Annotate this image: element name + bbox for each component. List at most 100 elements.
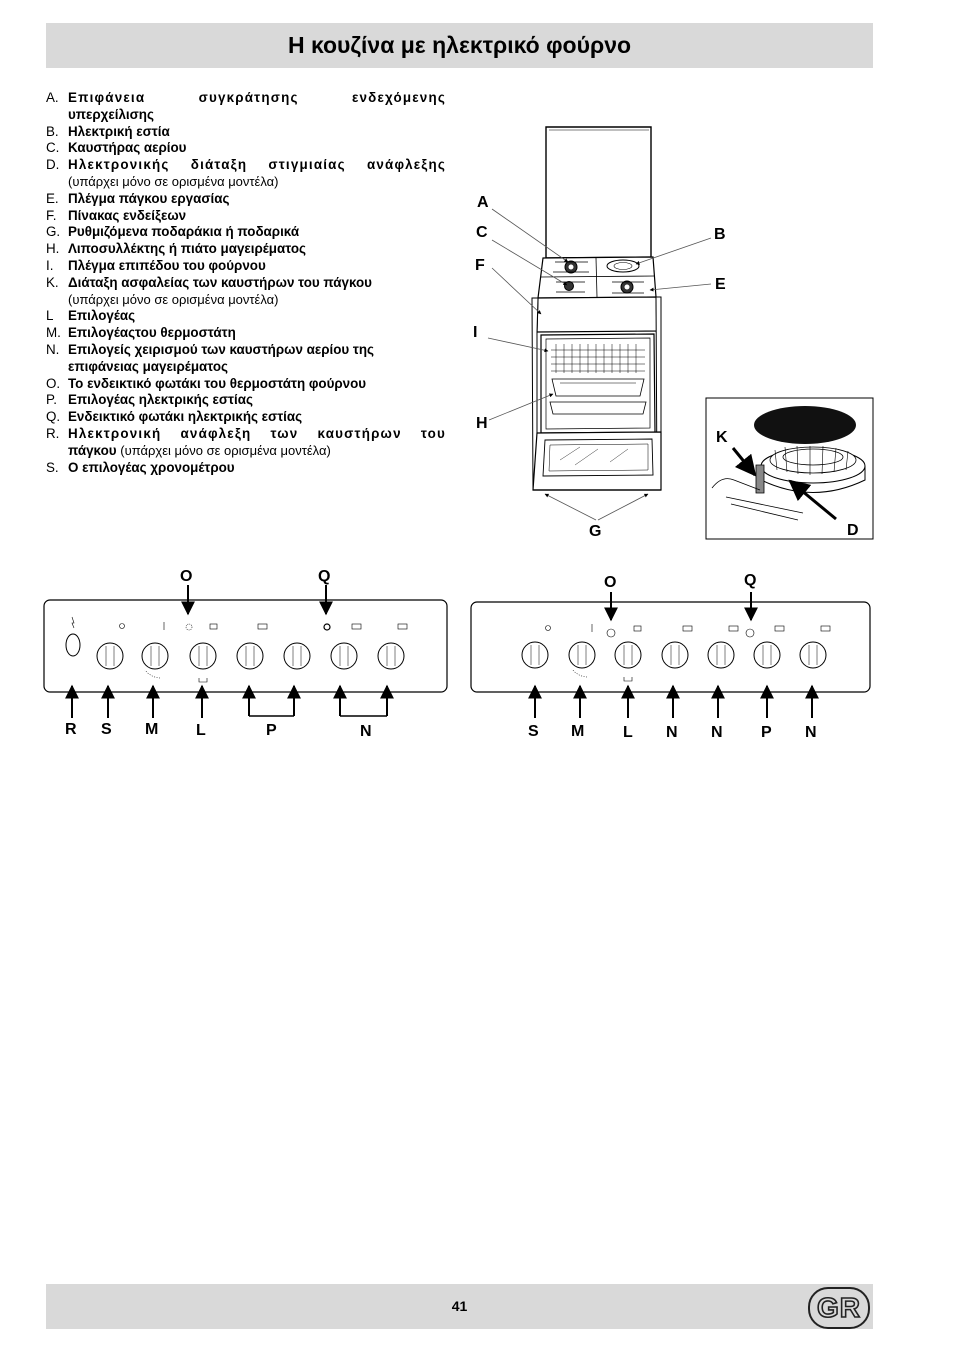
timer-icon [119,623,125,629]
oven-light-indicator [606,628,616,638]
label-f: F [475,257,485,274]
legend-item: G. Ρυθμιζόμενα ποδαράκια ή ποδαρικά [46,224,446,241]
page-number: 41 [451,1298,468,1314]
legend-letter: S. [46,459,59,475]
knob-gas-burner-2[interactable] [707,641,735,669]
legend-item: P. Επιλογέας ηλεκτρικής εστίας [46,392,446,409]
hob-icon [397,623,408,630]
label-d: D [847,522,859,539]
legend-text: Επιλογέας [68,308,136,324]
legend-text-cont: υπερχείλισης [68,106,154,122]
legend-letter: K. [46,274,59,290]
legend-text: Επιλογέας ηλεκτρικής εστίας [68,392,253,408]
legend-letter: R. [46,425,60,441]
label-p-right: P [761,724,772,741]
legend-text: Καυστήρας αερίου [68,140,187,156]
legend-text: Ηλεκτρονικής διάταξη στιγμιαίας ανάφλεξη… [68,157,446,173]
label-i: I [473,324,477,341]
knob-thermostat[interactable] [141,642,169,670]
label-s-right: S [528,723,539,740]
legend-item: E. Πλέγμα πάγκου εργασίας [46,191,446,208]
legend-item: R. Ηλεκτρονική ανάφλεξη των καυστήρων το… [46,426,446,460]
label-o-left: O [180,568,192,585]
legend-text: Πλέγμα επιπέδου του φούρνου [68,257,266,273]
control-panel-left: O Q R S M L P N [43,568,448,740]
legend-text-cont: επιφάνειας μαγειρέματος [68,358,229,374]
label-m-right: M [571,723,584,740]
thermostat-scale [144,669,161,679]
legend-item: I. Πλέγμα επιπέδου του φούρνου [46,258,446,275]
knob-selector[interactable] [614,641,642,669]
legend-item: A. Επιφάνεια συγκράτησης ενδεχόμενης υπε… [46,90,446,124]
selector-mark [623,677,633,682]
legend-letter: P. [46,392,57,408]
hob-light-indicator [745,628,755,638]
knob-timer[interactable] [96,642,124,670]
knob-electric-plate-1[interactable] [236,642,264,670]
legend-letter: C. [46,140,60,156]
footer-bar: 41 GR [46,1284,873,1329]
label-s-left: S [101,721,112,738]
knob-timer[interactable] [521,641,549,669]
label-l-right: L [623,724,633,741]
label-q-left: Q [318,568,330,585]
legend-item: F. Πίνακας ενδείξεων [46,208,446,225]
legend-note: (υπάρχει μόνο σε ορισμένα μοντέλα) [120,442,331,458]
control-panel-right: O Q S M L N N P N [470,572,871,741]
legend-text-cont: πάγκου [68,442,117,458]
language-badge: GR [808,1287,870,1329]
legend-text: Ενδεικτικό φωτάκι ηλεκτρικής εστίας [68,409,303,425]
cooker-drawing [531,126,662,491]
burner-detail-inset [705,397,874,540]
legend-letter: A. [46,90,59,105]
legend-letter: H. [46,241,60,257]
legend-text: Ρυθμιζόμενα ποδαράκια ή ποδαρικά [68,224,300,240]
legend-letter: F. [46,207,57,223]
parts-legend: A. Επιφάνεια συγκράτησης ενδεχόμενης υπε… [46,90,446,476]
legend-text: Πλέγμα πάγκου εργασίας [68,190,230,206]
page-title: Η κουζίνα με ηλεκτρικό φούρνο [287,32,632,58]
legend-note: (υπάρχει μόνο σε ορισμένα μοντέλα) [68,291,279,307]
spark-icon [71,616,75,629]
legend-letter: B. [46,123,59,139]
legend-item: H. Λιποσυλλέκτης ή πιάτο μαγειρέματος [46,241,446,258]
legend-letter: M. [46,325,61,341]
selector-mark [198,678,208,683]
knob-selector[interactable] [189,642,217,670]
timer-icon [545,625,551,631]
knob-gas-burner-1[interactable] [330,642,358,670]
knob-electric-plate-2[interactable] [283,642,311,670]
legend-text: Διάταξη ασφαλείας των καυστήρων του πάγκ… [68,274,372,290]
legend-item: O. Το ενδεικτικό φωτάκι του θερμοστάτη φ… [46,376,446,393]
hob-icon [728,625,739,632]
legend-text: Επιλογείς χειρισμού των καυστήρων αερίου… [68,341,375,357]
label-l-left: L [196,722,206,739]
knob-electric-plate[interactable] [753,641,781,669]
legend-note: (υπάρχει μόνο σε ορισμένα μοντέλα) [68,173,279,189]
legend-item: S. Ο επιλογέας χρονομέτρου [46,460,446,477]
knob-gas-burner-3[interactable] [799,641,827,669]
label-c: C [476,224,488,241]
legend-text: Επιλογέαςτου θερμοστάτη [68,325,236,341]
hob-light-indicator [323,623,331,631]
knob-gas-burner-2[interactable] [377,642,405,670]
legend-text: Ηλεκτρική εστία [68,123,170,139]
label-b: B [714,226,726,243]
oven-icon [633,625,642,632]
knob-gas-burner-1[interactable] [661,641,689,669]
legend-text: Ο επιλογέας χρονομέτρου [68,459,235,475]
oven-light-indicator [185,623,193,631]
label-h: H [476,415,488,432]
legend-item: B. Ηλεκτρική εστία [46,124,446,141]
legend-text: Ηλεκτρονική ανάφλεξη των καυστήρων του [68,425,446,441]
knob-thermostat[interactable] [568,641,596,669]
hob-icon [351,623,362,630]
ignition-button[interactable] [65,633,81,657]
legend-item: L Επιλογέας [46,308,446,325]
legend-text: Πίνακας ενδείξεων [68,207,187,223]
label-p-left: P [266,722,277,739]
label-q-right: Q [744,572,756,589]
legend-item: M. Επιλογέαςτου θερμοστάτη [46,325,446,342]
label-a: A [477,194,489,211]
hob-icon [257,623,268,630]
